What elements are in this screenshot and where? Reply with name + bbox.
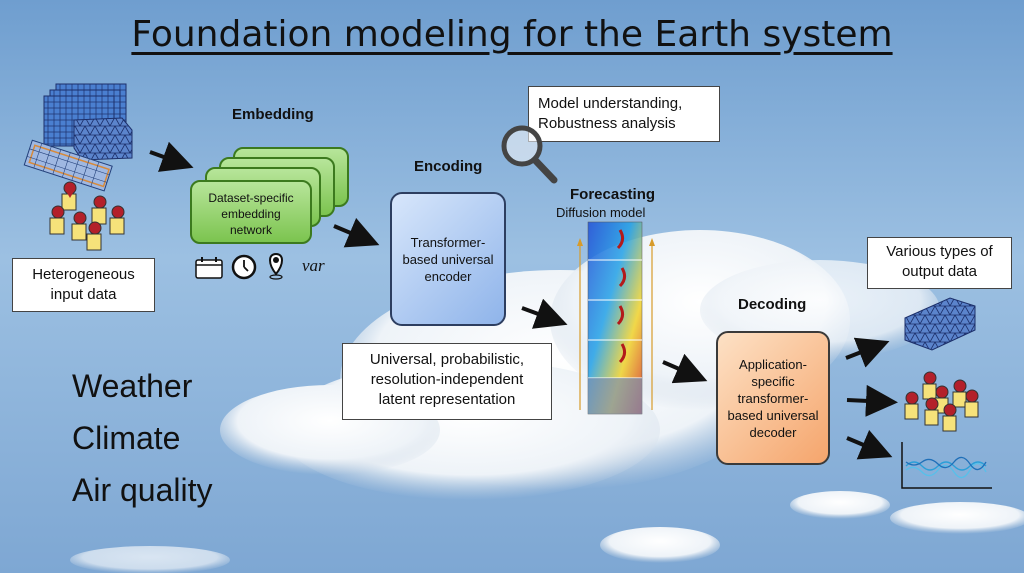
latent-line-2: resolution-independent bbox=[370, 371, 524, 388]
stage-label-encoding: Encoding bbox=[414, 158, 483, 175]
page-title: Foundation modeling for the Earth system bbox=[131, 14, 893, 55]
latent-line-1: Universal, probabilistic, bbox=[369, 351, 525, 368]
encoder-box: Transformer-based universal encoder bbox=[390, 192, 506, 326]
embedding-label-3: network bbox=[229, 223, 273, 237]
stage-sublabel-diffusion: Diffusion model bbox=[556, 205, 646, 220]
var-label: var bbox=[302, 256, 325, 275]
stage-label-embedding: Embedding bbox=[232, 106, 314, 123]
embedding-label-1: Dataset-specific bbox=[208, 191, 294, 205]
output-data-box: Various types of output data bbox=[867, 237, 1012, 289]
decoder-box: Application-specific transformer-based u… bbox=[716, 331, 830, 465]
stage-label-forecasting: Forecasting bbox=[570, 186, 656, 203]
stage-label-decoding: Decoding bbox=[738, 296, 807, 313]
applications-list: Weather Climate Air quality bbox=[72, 360, 213, 516]
application-climate: Climate bbox=[72, 420, 181, 456]
application-air-quality: Air quality bbox=[72, 472, 213, 508]
latent-representation-box: Universal, probabilistic, resolution-ind… bbox=[342, 343, 552, 420]
input-data-box: Heterogeneous input data bbox=[12, 258, 155, 312]
application-weather: Weather bbox=[72, 368, 193, 404]
model-understanding-line-2: Robustness analysis bbox=[538, 115, 676, 132]
model-understanding-box: Model understanding, Robustness analysis bbox=[528, 86, 720, 142]
latent-line-3: latent representation bbox=[378, 391, 516, 408]
embedding-label-2: embedding bbox=[221, 207, 281, 221]
model-understanding-line-1: Model understanding, bbox=[538, 95, 683, 112]
embedding-network-box: Dataset-specific embedding network bbox=[190, 180, 312, 244]
